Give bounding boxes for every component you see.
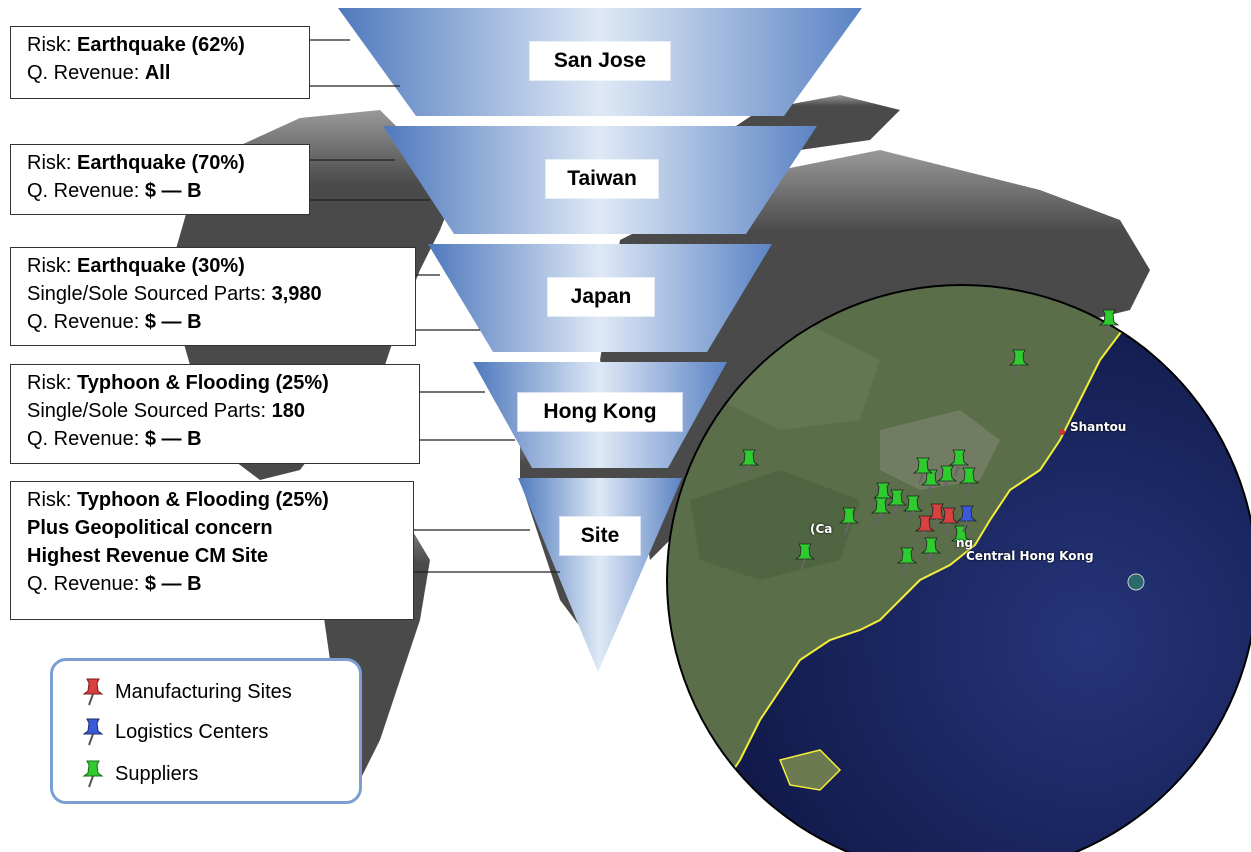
supplier-pin-icon <box>920 537 942 565</box>
box-line: Q. Revenue: $ — B <box>27 573 202 595</box>
manufacturing-pin-icon <box>914 515 936 543</box>
risk-box-san-jose: Risk: Earthquake (62%) Q. Revenue: All <box>10 26 310 99</box>
map-pins <box>738 309 1120 575</box>
funnel-label-san-jose: San Jose <box>530 42 670 80</box>
box-line: Q. Revenue: All <box>27 62 171 84</box>
legend-item-manufacturing: Manufacturing Sites <box>79 677 292 707</box>
legend: Manufacturing Sites Logistics Centers Su… <box>50 658 362 804</box>
map-label-ng: ng <box>956 536 974 550</box>
supplier-pin-icon <box>912 457 934 485</box>
map-label-ca: (Ca <box>810 522 833 536</box>
legend-item-logistics: Logistics Centers <box>79 717 268 747</box>
supplier-pin-icon <box>1098 309 1120 337</box>
supplier-pin-icon <box>838 507 860 535</box>
box-line: Risk: Typhoon & Flooding (25%) <box>27 372 329 394</box>
funnel-label-taiwan: Taiwan <box>546 160 658 198</box>
box-line: Risk: Typhoon & Flooding (25%) <box>27 489 329 511</box>
supplier-pin-icon <box>886 489 908 517</box>
box-line: Risk: Earthquake (30%) <box>27 255 245 277</box>
supplier-pin-icon <box>1008 349 1030 377</box>
risk-box-site: Risk: Typhoon & Flooding (25%) Plus Geop… <box>10 481 414 620</box>
supplier-pin-icon <box>738 449 760 477</box>
legend-label-logistics: Logistics Centers <box>115 720 269 743</box>
funnel-label-japan: Japan <box>548 278 654 316</box>
supplier-pin-icon <box>950 525 972 553</box>
manufacturing-pin-icon <box>938 507 960 535</box>
box-line: Single/Sole Sourced Parts: 180 <box>27 400 305 422</box>
supplier-pin-icon <box>902 495 924 523</box>
supplier-pin-icon <box>794 543 816 571</box>
connector-lines <box>308 39 560 573</box>
logistics-pin-icon <box>956 505 978 533</box>
box-line: Q. Revenue: $ — B <box>27 180 202 202</box>
legend-item-suppliers: Suppliers <box>79 759 198 789</box>
box-line: Single/Sole Sourced Parts: 3,980 <box>27 283 322 305</box>
funnel-label-site: Site <box>560 517 640 555</box>
risk-box-japan: Risk: Earthquake (30%) Single/Sole Sourc… <box>10 247 416 346</box>
supplier-pin-icon <box>870 497 892 525</box>
box-line: Risk: Earthquake (62%) <box>27 34 245 56</box>
magnified-map <box>666 284 1251 852</box>
red-pin-icon <box>82 678 104 706</box>
green-pin-icon <box>82 760 104 788</box>
supplier-pin-icon <box>896 547 918 575</box>
supplier-pin-icon <box>936 465 958 493</box>
map-label-shantou: Shantou <box>1070 420 1127 434</box>
supplier-pin-icon <box>958 467 980 495</box>
box-line: Plus Geopolitical concern <box>27 517 273 539</box>
box-line: Q. Revenue: $ — B <box>27 428 202 450</box>
map-label-central-hong-kong: Central Hong Kong <box>966 549 1094 563</box>
legend-label-suppliers: Suppliers <box>115 762 199 785</box>
risk-box-taiwan: Risk: Earthquake (70%) Q. Revenue: $ — B <box>10 144 310 215</box>
funnel-label-hong-kong: Hong Kong <box>518 393 682 431</box>
risk-box-hong-kong: Risk: Typhoon & Flooding (25%) Single/So… <box>10 364 420 464</box>
blue-pin-icon <box>82 718 104 746</box>
box-line: Highest Revenue CM Site <box>27 545 269 567</box>
supplier-pin-icon <box>920 469 942 497</box>
funnel-segment-5 <box>518 478 682 672</box>
supplier-pin-icon <box>948 449 970 477</box>
box-line: Q. Revenue: $ — B <box>27 311 202 333</box>
legend-label-manufacturing: Manufacturing Sites <box>115 680 292 703</box>
box-line: Risk: Earthquake (70%) <box>27 152 245 174</box>
